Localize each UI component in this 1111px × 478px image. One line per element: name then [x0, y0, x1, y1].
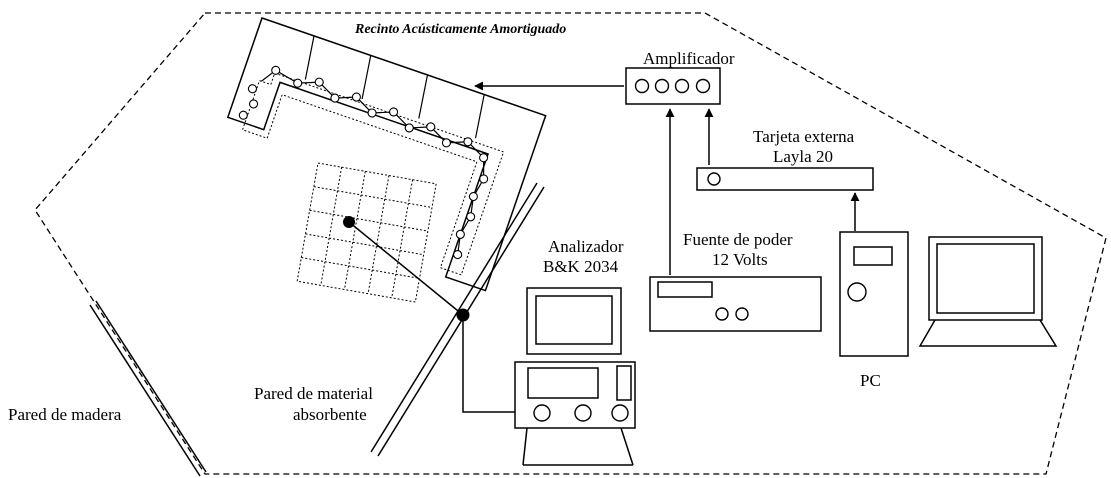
pc-label: PC	[860, 371, 881, 390]
speaker-element	[351, 92, 361, 102]
speaker-element	[426, 122, 436, 132]
monitor	[918, 236, 1058, 347]
speaker-element	[466, 212, 476, 222]
speaker-array	[226, 17, 547, 292]
amplifier	[625, 67, 721, 105]
speaker-element	[367, 108, 377, 118]
speaker-element	[389, 107, 399, 117]
speaker-element	[463, 137, 473, 147]
speaker-element	[293, 78, 303, 88]
measurement-grid	[296, 162, 437, 303]
amplifier-label: Amplificador	[643, 49, 735, 68]
speaker-element	[238, 110, 248, 120]
analyzer-label-line1: Analizador	[548, 237, 624, 256]
speaker-element	[453, 250, 463, 260]
power-supply-label-line1: Fuente de poder	[683, 230, 793, 249]
power-supply	[649, 276, 822, 332]
absorbent-wall-label-line2: absorbente	[293, 405, 367, 424]
external-card	[696, 167, 874, 191]
speaker-element	[314, 77, 324, 87]
mic-cable	[348, 221, 464, 316]
power-supply-label-line2: 12 Volts	[712, 250, 768, 269]
pc-tower	[839, 231, 909, 357]
analyzer	[514, 287, 636, 466]
absorbent-wall	[370, 182, 545, 457]
speaker-element	[330, 93, 340, 103]
wooden-wall-label: Pared de madera	[8, 405, 122, 424]
absorbent-wall-label-line1: Pared de material	[254, 384, 373, 403]
room-title: Recinto Acústicamente Amortiguado	[354, 22, 566, 37]
speaker-element	[441, 138, 451, 148]
speaker-element	[247, 84, 257, 94]
speaker-element	[249, 99, 259, 109]
external-card-label-line1: Tarjeta externa	[753, 127, 855, 146]
speaker-element	[455, 229, 465, 239]
speaker-element	[404, 123, 414, 133]
speaker-element	[468, 191, 478, 202]
external-card-label-line2: Layla 20	[773, 147, 833, 166]
room-boundary	[34, 12, 1107, 475]
speaker-element	[479, 153, 489, 163]
analyzer-label-line2: B&K 2034	[543, 257, 619, 276]
speaker-element	[271, 65, 281, 75]
wooden-wall	[89, 300, 207, 477]
speaker-element	[479, 174, 489, 184]
